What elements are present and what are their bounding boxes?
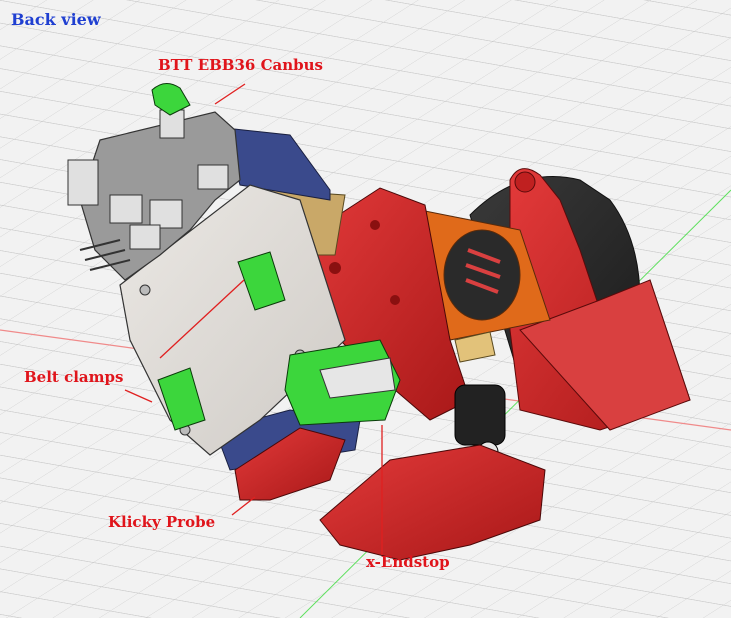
lower-duct [319,444,546,561]
view-title: Back view [11,10,101,29]
callout-x-endstop: x-Endstop [366,553,450,571]
leader-lines [124,83,383,555]
callout-btt-ebb36: BTT EBB36 Canbus [158,56,323,74]
callout-belt-clamps: Belt clamps [24,368,124,386]
callout-klicky-probe: Klicky Probe [108,513,216,531]
klicky-probe-housing [234,427,346,501]
part-cooling-duct [509,168,691,431]
leader-btt [214,83,246,105]
endstop-connector [319,357,396,399]
ebb36-board [67,109,241,281]
hotend-fan-shroud [419,209,551,341]
brass-heatblock [454,331,496,363]
